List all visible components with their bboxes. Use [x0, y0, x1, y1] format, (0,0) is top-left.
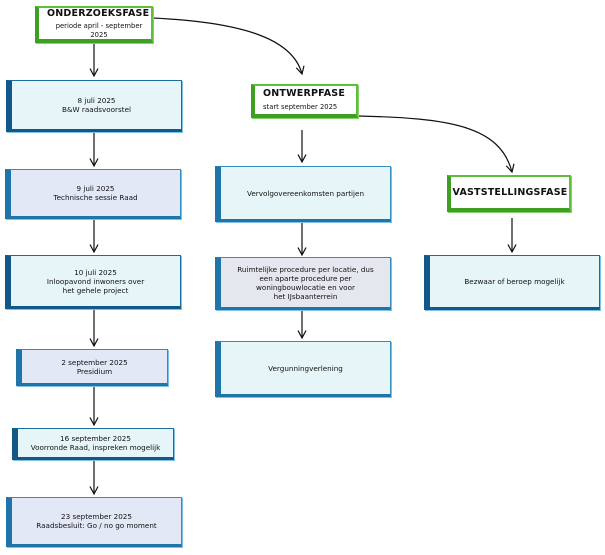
phase-subtitle: periode april - september 2025 [55, 22, 143, 39]
step-text-line2: een aparte procedure per [259, 273, 352, 283]
step-raadsbesluit: 23 september 2025 Raadsbesluit: Go / no … [6, 497, 182, 547]
step-bw-raadsvoorstel: 8 juli 2025 B&W raadsvoorstel [6, 80, 182, 132]
step-date: 10 juli 2025 [74, 267, 117, 277]
step-vergunningverlening: Vergunningverlening [215, 341, 391, 397]
step-presidium: 2 september 2025 Presidium [16, 349, 168, 386]
step-text: Raadsbesluit: Go / no go moment [36, 521, 157, 530]
step-text-line2: het gehele project [62, 285, 129, 295]
phase-vaststellingsfase: VASTSTELLINGSFASE [447, 175, 571, 212]
step-date: 9 juli 2025 [76, 184, 115, 193]
step-date: 16 september 2025 [60, 434, 131, 443]
step-bezwaar-beroep: Bezwaar of beroep mogelijk [424, 255, 600, 310]
step-date: 2 september 2025 [61, 357, 128, 367]
step-inloopavond: 10 juli 2025 Inloopavond inwoners over h… [5, 255, 181, 309]
step-text-line3: woningbouwlocatie en voor [256, 282, 355, 292]
step-text-line1: Inloopavond inwoners over [46, 276, 145, 286]
step-date: 23 september 2025 [61, 512, 132, 521]
arrow-ontwerp-to-vaststelling [357, 115, 512, 172]
step-date: 8 juli 2025 [77, 96, 116, 105]
phase-title: VASTSTELLINGSFASE [452, 186, 568, 198]
step-text: Vergunningverlening [268, 363, 343, 373]
step-text-line4: het IJsbaanterrein [273, 291, 338, 301]
step-ruimtelijke-procedure: Ruimtelijke procedure per locatie, dus e… [215, 257, 391, 310]
step-text-line1: Ruimtelijke procedure per locatie, dus [237, 264, 374, 274]
step-text: Presidium [76, 366, 113, 376]
step-technische-sessie: 9 juli 2025 Technische sessie Raad [5, 169, 181, 219]
step-text: Voorronde Raad, inspreken mogelijk [30, 443, 161, 452]
step-text: Technische sessie Raad [53, 193, 138, 202]
phase-ontwerpfase: ONTWERPFASE start september 2025 [251, 84, 358, 118]
phase-title: ONTWERPFASE [263, 88, 346, 100]
step-voorronde-raad: 16 september 2025 Voorronde Raad, inspre… [12, 428, 174, 460]
step-text: B&W raadsvoorstel [62, 105, 131, 114]
arrow-onderzoek-to-ontwerp [152, 17, 302, 74]
step-text: Bezwaar of beroep mogelijk [464, 277, 565, 286]
step-text: Vervolgovereenkomsten partijen [246, 188, 365, 198]
phase-subtitle: start september 2025 [263, 103, 338, 112]
phase-onderzoeksfase: ONDERZOEKSFASE periode april - september… [35, 6, 153, 43]
phase-title: ONDERZOEKSFASE [47, 7, 150, 19]
step-vervolgovereenkomsten: Vervolgovereenkomsten partijen [215, 166, 391, 222]
